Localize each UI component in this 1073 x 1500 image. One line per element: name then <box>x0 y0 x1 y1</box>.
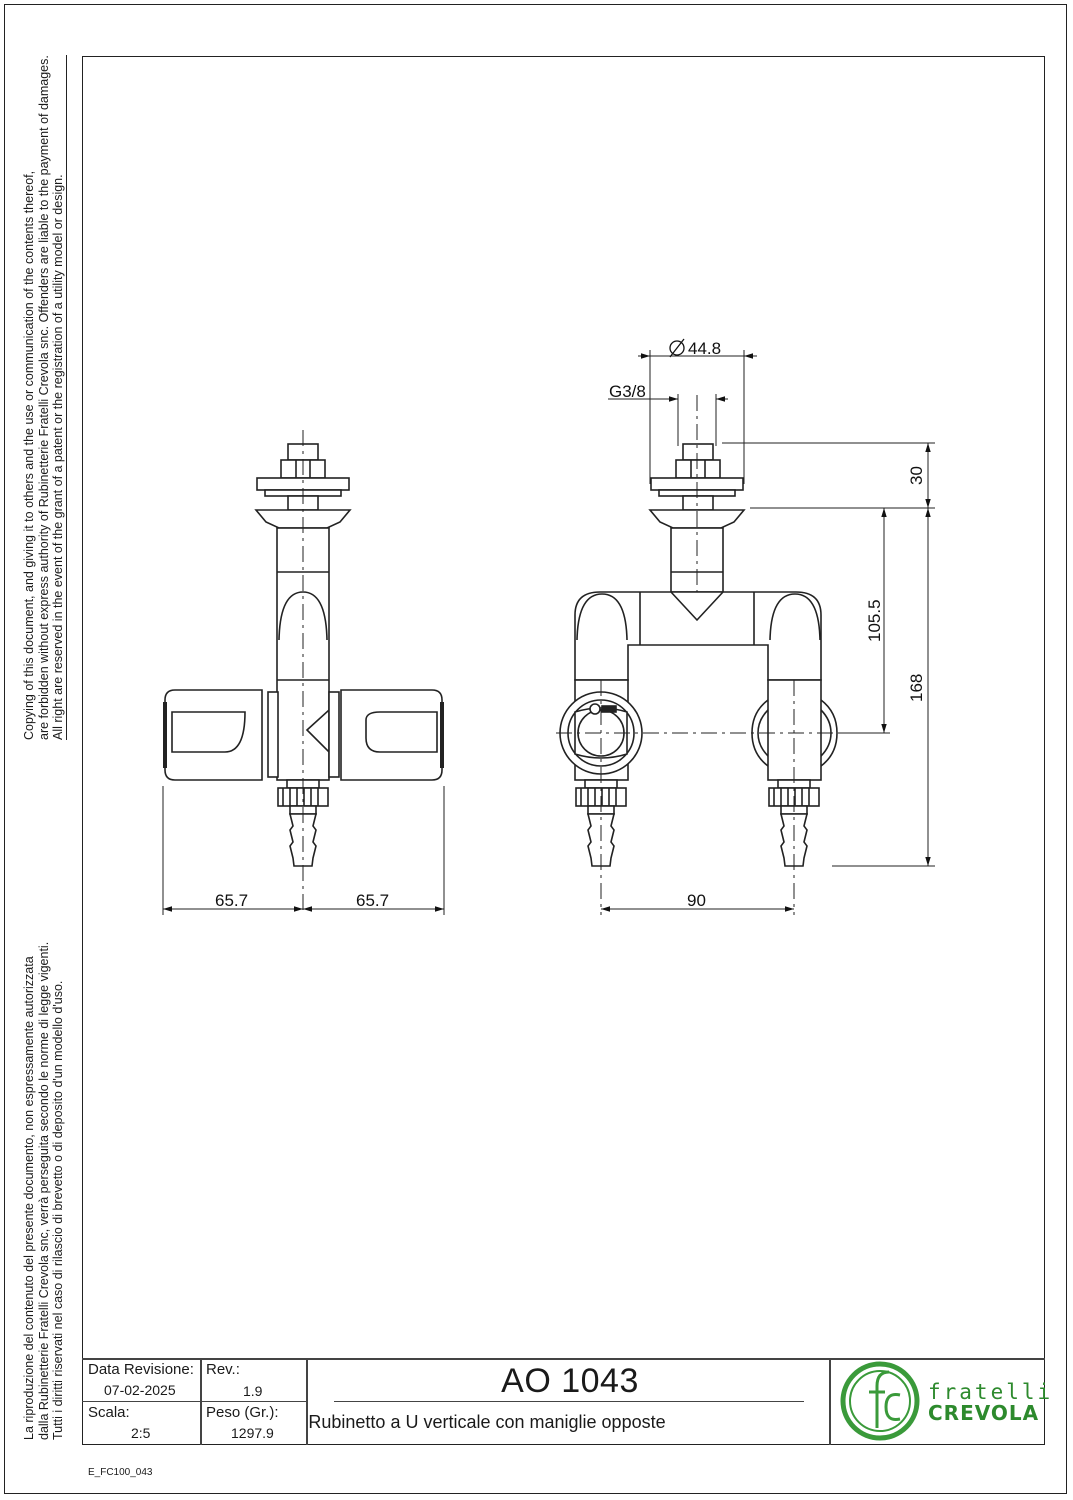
outer-frame <box>4 4 1067 1494</box>
dim-height-total: 168 <box>907 674 926 702</box>
rev-value: 1.9 <box>243 1383 263 1399</box>
dim-outlet-spacing: 90 <box>687 891 706 910</box>
fratelli-crevola-logo <box>840 1361 920 1441</box>
side-dimensions <box>162 786 445 915</box>
title-block <box>82 1358 1045 1445</box>
weight-value: 1297.9 <box>231 1425 274 1441</box>
product-code: AO 1043 <box>501 1362 639 1400</box>
revision-date: 07-02-2025 <box>104 1382 176 1398</box>
brand-line-1: fratelli <box>928 1380 1054 1404</box>
revision-date-label: Data Revisione: <box>88 1361 194 1378</box>
dim-left-width-b: 65.7 <box>356 891 389 910</box>
dim-height-top: 30 <box>907 466 926 485</box>
front-dimensions <box>601 350 935 912</box>
dim-diameter: 44.8 <box>688 339 721 358</box>
brand-line-2: CREVOLA <box>928 1401 1040 1425</box>
drawing-frame <box>82 56 1045 1445</box>
front-view <box>556 395 890 915</box>
dim-thread: G3/8 <box>609 382 646 401</box>
document-code: E_FC100_043 <box>88 1467 153 1478</box>
weight-label: Peso (Gr.): <box>206 1404 279 1421</box>
scale-label: Scala: <box>88 1404 130 1421</box>
product-description: Rubinetto a U verticale con maniglie opp… <box>308 1412 666 1432</box>
dim-left-width-a: 65.7 <box>215 891 248 910</box>
dim-height-mid: 105.5 <box>865 599 884 642</box>
side-view <box>163 430 444 915</box>
scale-value: 2:5 <box>131 1425 151 1441</box>
rev-label: Rev.: <box>206 1361 240 1378</box>
diameter-symbol <box>669 338 685 358</box>
